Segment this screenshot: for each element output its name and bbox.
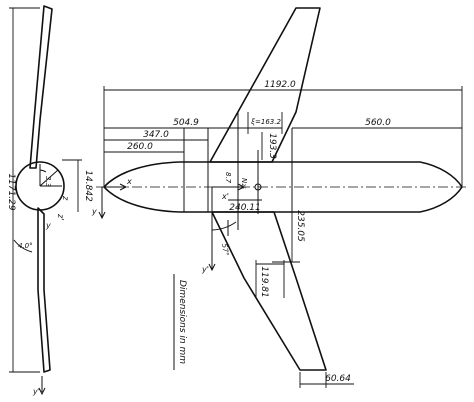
plan-view-x-label: x: [126, 177, 132, 186]
sweep-angle-label: 57°: [220, 243, 230, 257]
plan-view-n25-label: N₂₅: [240, 178, 248, 189]
dimensions-caption: Dimensions in mm: [177, 280, 187, 364]
tip-chord-label: 60.64: [325, 374, 351, 384]
plan-view-upper-wing: [209, 7, 321, 163]
plan-view-x-axis-arrowhead: [119, 183, 128, 191]
plan-view-x-prime-arrowhead: [237, 183, 246, 191]
pivot-offset-label: 240.11: [229, 203, 261, 213]
front-view-dihedral-arc: [13, 239, 33, 253]
front-view-span-label: 1171.29: [6, 173, 16, 210]
station-260-label: 260.0: [127, 142, 153, 152]
wing-root-position-label: 504.9: [173, 118, 199, 128]
plan-view-lower-wing: [211, 211, 327, 371]
front-view-y-prime-label: y': [32, 387, 40, 396]
plan-view-y-label: y: [91, 207, 97, 216]
front-view-lower-wing: [37, 207, 51, 373]
front-view-height-label: 14.842: [83, 170, 93, 202]
front-view: 1171.29 14.842 3.3 z z' y 4.0° y': [6, 5, 93, 396]
station-163-label: ξ=163.2: [250, 118, 281, 126]
plan-view-sweep-arc: [211, 221, 237, 231]
aft-section-label: 560.0: [365, 118, 391, 128]
station-347-label: 347.0: [143, 130, 169, 140]
plan-view-y-axis-arrowhead: [98, 211, 106, 220]
plan-view-pivot-point: [254, 183, 262, 191]
front-view-axis-z-prime-label: z': [56, 213, 65, 220]
overall-length-label: 1192.0: [264, 80, 296, 90]
front-view-local-angle-label: 3.3: [44, 176, 52, 187]
front-view-axis-y-label: y: [45, 221, 51, 230]
front-view-axis-tilted: [39, 169, 59, 187]
half-span-label: 235.05: [295, 210, 305, 242]
plan-view: 1192.0 504.9 347.0 260.0 560.0 ξ=163.2 1…: [91, 7, 466, 388]
front-view-axis-z-label: z: [61, 195, 70, 201]
plan-view-y-prime-label: y': [201, 265, 209, 274]
front-view-fuselage-circle: [15, 161, 65, 211]
mid-chord-label: 119.81: [259, 266, 269, 298]
vertical-mark-label: 8.7: [224, 172, 232, 184]
front-view-dihedral-label: 4.0°: [18, 242, 33, 250]
front-view-upper-wing: [29, 5, 53, 169]
root-chord-label: 193.3: [267, 133, 277, 159]
front-view-angle-arc: [39, 169, 47, 173]
plan-view-x-prime-label: x': [221, 192, 229, 201]
front-view-y-axis-arrowhead: [38, 387, 46, 396]
plan-view-y-prime-arrowhead: [208, 263, 216, 272]
